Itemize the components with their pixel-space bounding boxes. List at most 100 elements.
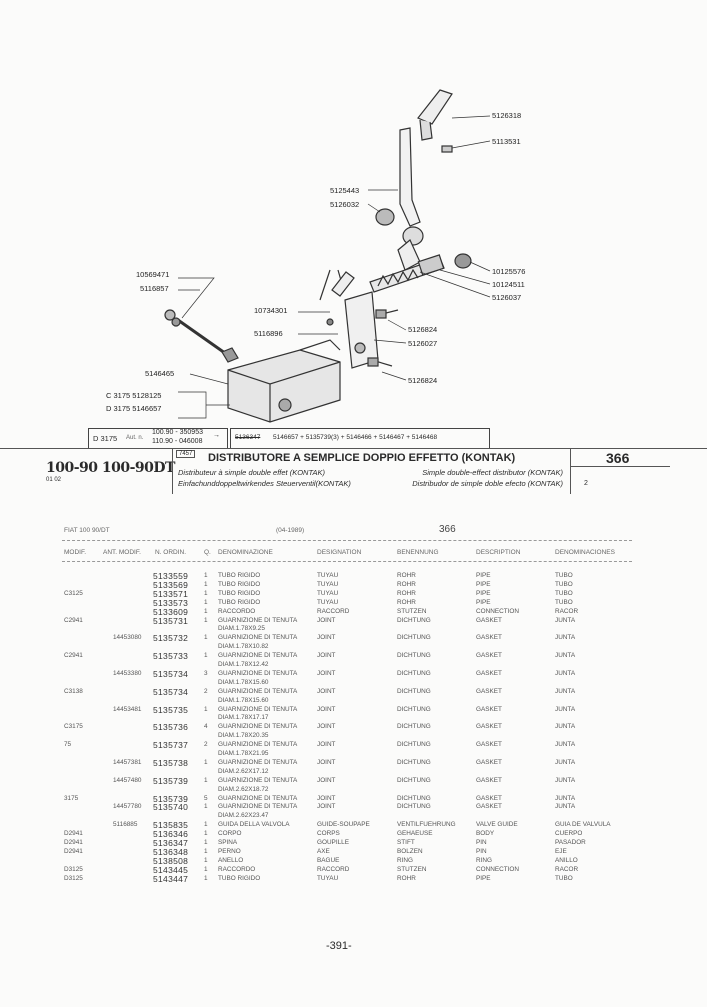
section-title: DISTRIBUTORE A SEMPLICE DOPPIO EFFETTO (… (208, 452, 516, 464)
cell-description: GASKET (476, 669, 502, 677)
cell-designation: JOINT (317, 723, 336, 731)
cell-qty: 1 (204, 856, 208, 864)
cell-dimension: DIAM.1.78X15.60 (218, 696, 269, 704)
callout-label: 5126824 (408, 376, 438, 385)
cell-description: GASKET (476, 794, 502, 802)
cell-denominaciones: JUNTA (555, 634, 576, 642)
cell-part-number: 5135738 (153, 757, 189, 768)
cell-description: BODY (476, 830, 495, 838)
cell-designation: GOUPILLE (317, 839, 349, 846)
cell-qty: 1 (204, 865, 208, 873)
cell-modif: D2941 (64, 839, 83, 846)
cell-benennung: DICHTUNG (397, 803, 431, 811)
serial-to: 110.90 - 046008 (152, 438, 203, 445)
cell-denominaciones: JUNTA (555, 794, 576, 802)
cell-modif: C3138 (64, 687, 83, 695)
cell-designation: JOINT (317, 687, 336, 695)
col-de: BENENNUNG (397, 549, 439, 556)
cell-part-number: 5133571 (153, 588, 189, 599)
cell-description: RING (476, 856, 492, 864)
divider (0, 448, 707, 449)
cell-denominazione: RACCORDO (218, 865, 256, 873)
cell-denominazione: TUBO RIGIDO (218, 598, 261, 606)
cell-description: GASKET (476, 803, 502, 811)
cell-designation: TUYAU (317, 874, 339, 882)
callout-label: 5126037 (492, 293, 522, 302)
cell-part-number: 5135835 (153, 820, 189, 831)
cell-description: CONNECTION (476, 865, 519, 873)
list-date: (04-1989) (276, 527, 305, 534)
cell-designation: TUYAU (317, 580, 339, 588)
cell-benennung: ROHR (397, 589, 416, 597)
cell-part-number: 5135739 (153, 793, 189, 804)
cell-modif: D3125 (64, 874, 83, 882)
cell-part-number: 5135736 (153, 722, 189, 733)
callout-label: 5125443 (330, 186, 360, 195)
cell-designation: JOINT (317, 758, 336, 766)
cell-designation: RACCORD (317, 865, 350, 873)
cell-qty: 1 (204, 758, 208, 766)
cell-benennung: STUTZEN (397, 607, 427, 615)
cell-qty: 3 (204, 669, 208, 677)
cell-designation: GUIDE-SOUPAPE (317, 821, 370, 829)
cell-benennung: DICHTUNG (397, 758, 431, 766)
callout-label: 10734301 (254, 306, 288, 315)
cell-description: GASKET (476, 758, 502, 766)
callout-label: 5126824 (408, 325, 438, 334)
cell-part-number: 5133609 (153, 606, 189, 617)
cell-part-number: 5135734 (153, 686, 189, 697)
cell-part-number: 5136346 (153, 829, 189, 840)
cell-denominaciones: CUERPO (555, 830, 583, 838)
cell-description: GASKET (476, 687, 502, 695)
cell-denominazione: GUARNIZIONE DI TENUTA (218, 758, 298, 766)
cell-modif: D2941 (64, 830, 83, 838)
cell-benennung: ROHR (397, 572, 416, 579)
cell-qty: 1 (204, 830, 208, 838)
callout-label: D 3175 5146657 (106, 404, 162, 413)
cell-qty: 1 (204, 847, 208, 855)
col-part-number: N. ORDIN. (155, 549, 187, 556)
cell-modif: C2941 (64, 652, 83, 660)
cell-part-number: 5136347 (153, 838, 189, 848)
cell-denominazione: GUARNIZIONE DI TENUTA (218, 776, 298, 784)
cell-designation: TUYAU (317, 589, 339, 597)
cell-dimension: DIAM.2.62X23.47 (218, 812, 269, 820)
applicability-code: D 3175 (93, 434, 118, 443)
sheet-number: 2 (584, 480, 588, 487)
cell-denominaciones: PASADOR (555, 839, 586, 846)
cell-qty: 1 (204, 572, 208, 579)
callout-label: 5146465 (145, 369, 175, 378)
cell-designation: JOINT (317, 634, 336, 642)
cell-modif: D3125 (64, 865, 83, 873)
cell-designation: TUYAU (317, 572, 339, 579)
cell-dimension: DIAM.1.78X20.35 (218, 732, 269, 740)
cell-ant-modif: 14453481 (113, 705, 142, 713)
cell-description: PIPE (476, 589, 491, 597)
cell-designation: JOINT (317, 705, 336, 713)
cell-ant-modif: 14453380 (113, 669, 142, 677)
cell-denominazione: TUBO RIGIDO (218, 589, 261, 597)
cell-dimension: DIAM.2.62X18.72 (218, 785, 269, 793)
cell-qty: 1 (204, 580, 208, 588)
reference-box: 7457 (176, 450, 196, 458)
callout-label: 5113531 (492, 137, 521, 146)
cell-denominazione: CORPO (218, 830, 242, 838)
cell-denominaciones: JUNTA (555, 652, 576, 660)
cell-ant-modif: 14457480 (113, 776, 142, 784)
cell-designation: JOINT (317, 741, 336, 749)
cell-ant-modif: 5116885 (113, 821, 138, 829)
cell-qty: 5 (204, 794, 208, 802)
cell-denominaciones: TUBO (555, 874, 573, 882)
cell-qty: 1 (204, 616, 208, 624)
cell-denominazione: GUARNIZIONE DI TENUTA (218, 687, 298, 695)
divider (570, 466, 670, 467)
cell-denominazione: GUARNIZIONE DI TENUTA (218, 803, 298, 811)
applicability-box: D 3175 Aut. n. 100.90 - 350953 110.90 - … (88, 428, 228, 449)
cell-modif: 3175 (64, 794, 79, 802)
exploded-diagram (164, 89, 491, 423)
cell-qty: 1 (204, 607, 208, 615)
cell-qty: 1 (204, 589, 208, 597)
cell-denominaciones: ANILLO (555, 856, 578, 864)
col-modif: MODIF. (64, 549, 87, 556)
callout-label: C 3175 5128125 (106, 391, 162, 400)
